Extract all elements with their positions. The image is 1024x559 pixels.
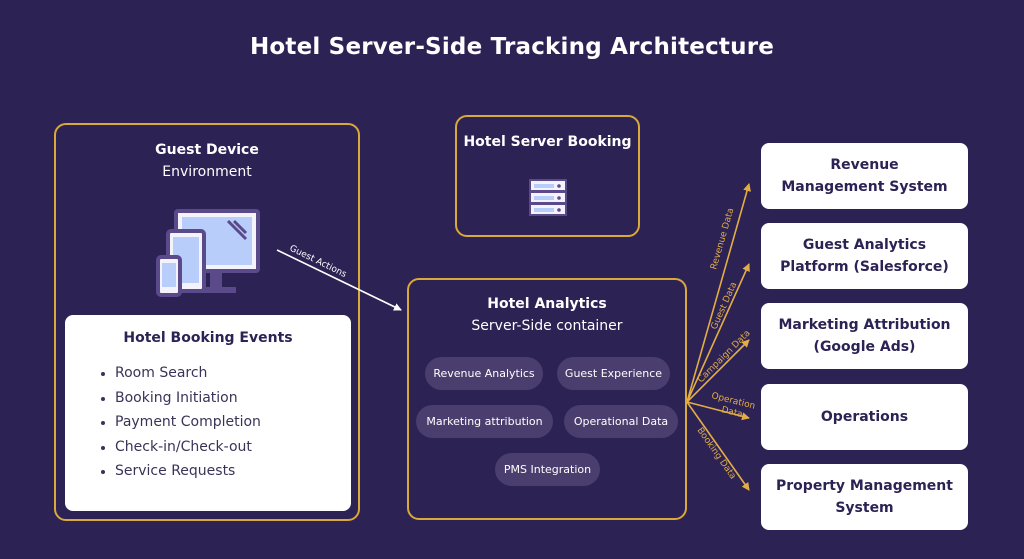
devices-icon xyxy=(156,209,260,297)
guest-device-panel: Guest Device Environment Hotel Booking E… xyxy=(54,123,360,521)
module-pms-integration: PMS Integration xyxy=(495,453,600,486)
guest-actions-label: Guest Actions xyxy=(288,244,349,280)
server-booking-panel: Hotel Server Booking xyxy=(455,115,640,237)
dest-line1: Revenue xyxy=(830,157,899,173)
event-booking-initiation: Booking Initiation xyxy=(97,386,261,411)
dest-line1: Guest Analytics xyxy=(802,237,927,253)
dest-line2: Management System xyxy=(781,179,948,195)
event-check-in-out: Check-in/Check-out xyxy=(97,435,261,460)
module-guest-experience: Guest Experience xyxy=(557,357,670,390)
guest-device-title: Guest Device xyxy=(155,142,259,158)
dest-line2: Platform (Salesforce) xyxy=(780,259,949,275)
event-room-search: Room Search xyxy=(97,361,261,386)
event-service-requests: Service Requests xyxy=(97,459,261,484)
revenue-data-arrow xyxy=(686,183,751,403)
module-revenue-analytics: Revenue Analytics xyxy=(425,357,543,390)
booking-data-arrow xyxy=(686,401,750,491)
analytics-subtitle: Server-Side container xyxy=(471,318,623,334)
dest-line1: Operations xyxy=(820,409,909,425)
booking-events-list: Room Search Booking Initiation Payment C… xyxy=(97,361,261,484)
destination-marketing-attribution: Marketing Attribution (Google Ads) xyxy=(761,303,968,369)
analytics-container-panel: Hotel Analytics Server-Side container Re… xyxy=(407,278,687,520)
diagram-title: Hotel Server-Side Tracking Architecture xyxy=(249,34,775,60)
operation-data-arrow xyxy=(686,401,750,421)
guest-data-arrow xyxy=(686,263,750,403)
server-booking-title: Hotel Server Booking xyxy=(463,134,632,150)
booking-events-title: Hotel Booking Events xyxy=(123,330,293,346)
booking-events-card: Hotel Booking Events Room Search Booking… xyxy=(65,315,351,511)
booking-data-label: Booking Data xyxy=(695,426,738,481)
destination-operations: Operations xyxy=(761,384,968,450)
guest-actions-arrow xyxy=(276,249,402,311)
dest-line1: Property Management xyxy=(776,478,953,494)
dest-line1: Marketing Attribution xyxy=(778,317,951,333)
campaign-data-arrow xyxy=(686,339,750,403)
module-operational-data: Operational Data xyxy=(564,405,678,438)
guest-device-subtitle: Environment xyxy=(162,164,252,180)
server-icon xyxy=(529,179,567,216)
analytics-title: Hotel Analytics xyxy=(487,296,607,312)
campaign-data-label: Campaign Data xyxy=(696,329,753,386)
dest-line2: (Google Ads) xyxy=(813,339,916,355)
module-marketing-attribution: Marketing attribution xyxy=(416,405,553,438)
event-payment-completion: Payment Completion xyxy=(97,410,261,435)
dest-line2: System xyxy=(835,500,894,516)
revenue-data-label: Revenue Data xyxy=(709,207,736,271)
